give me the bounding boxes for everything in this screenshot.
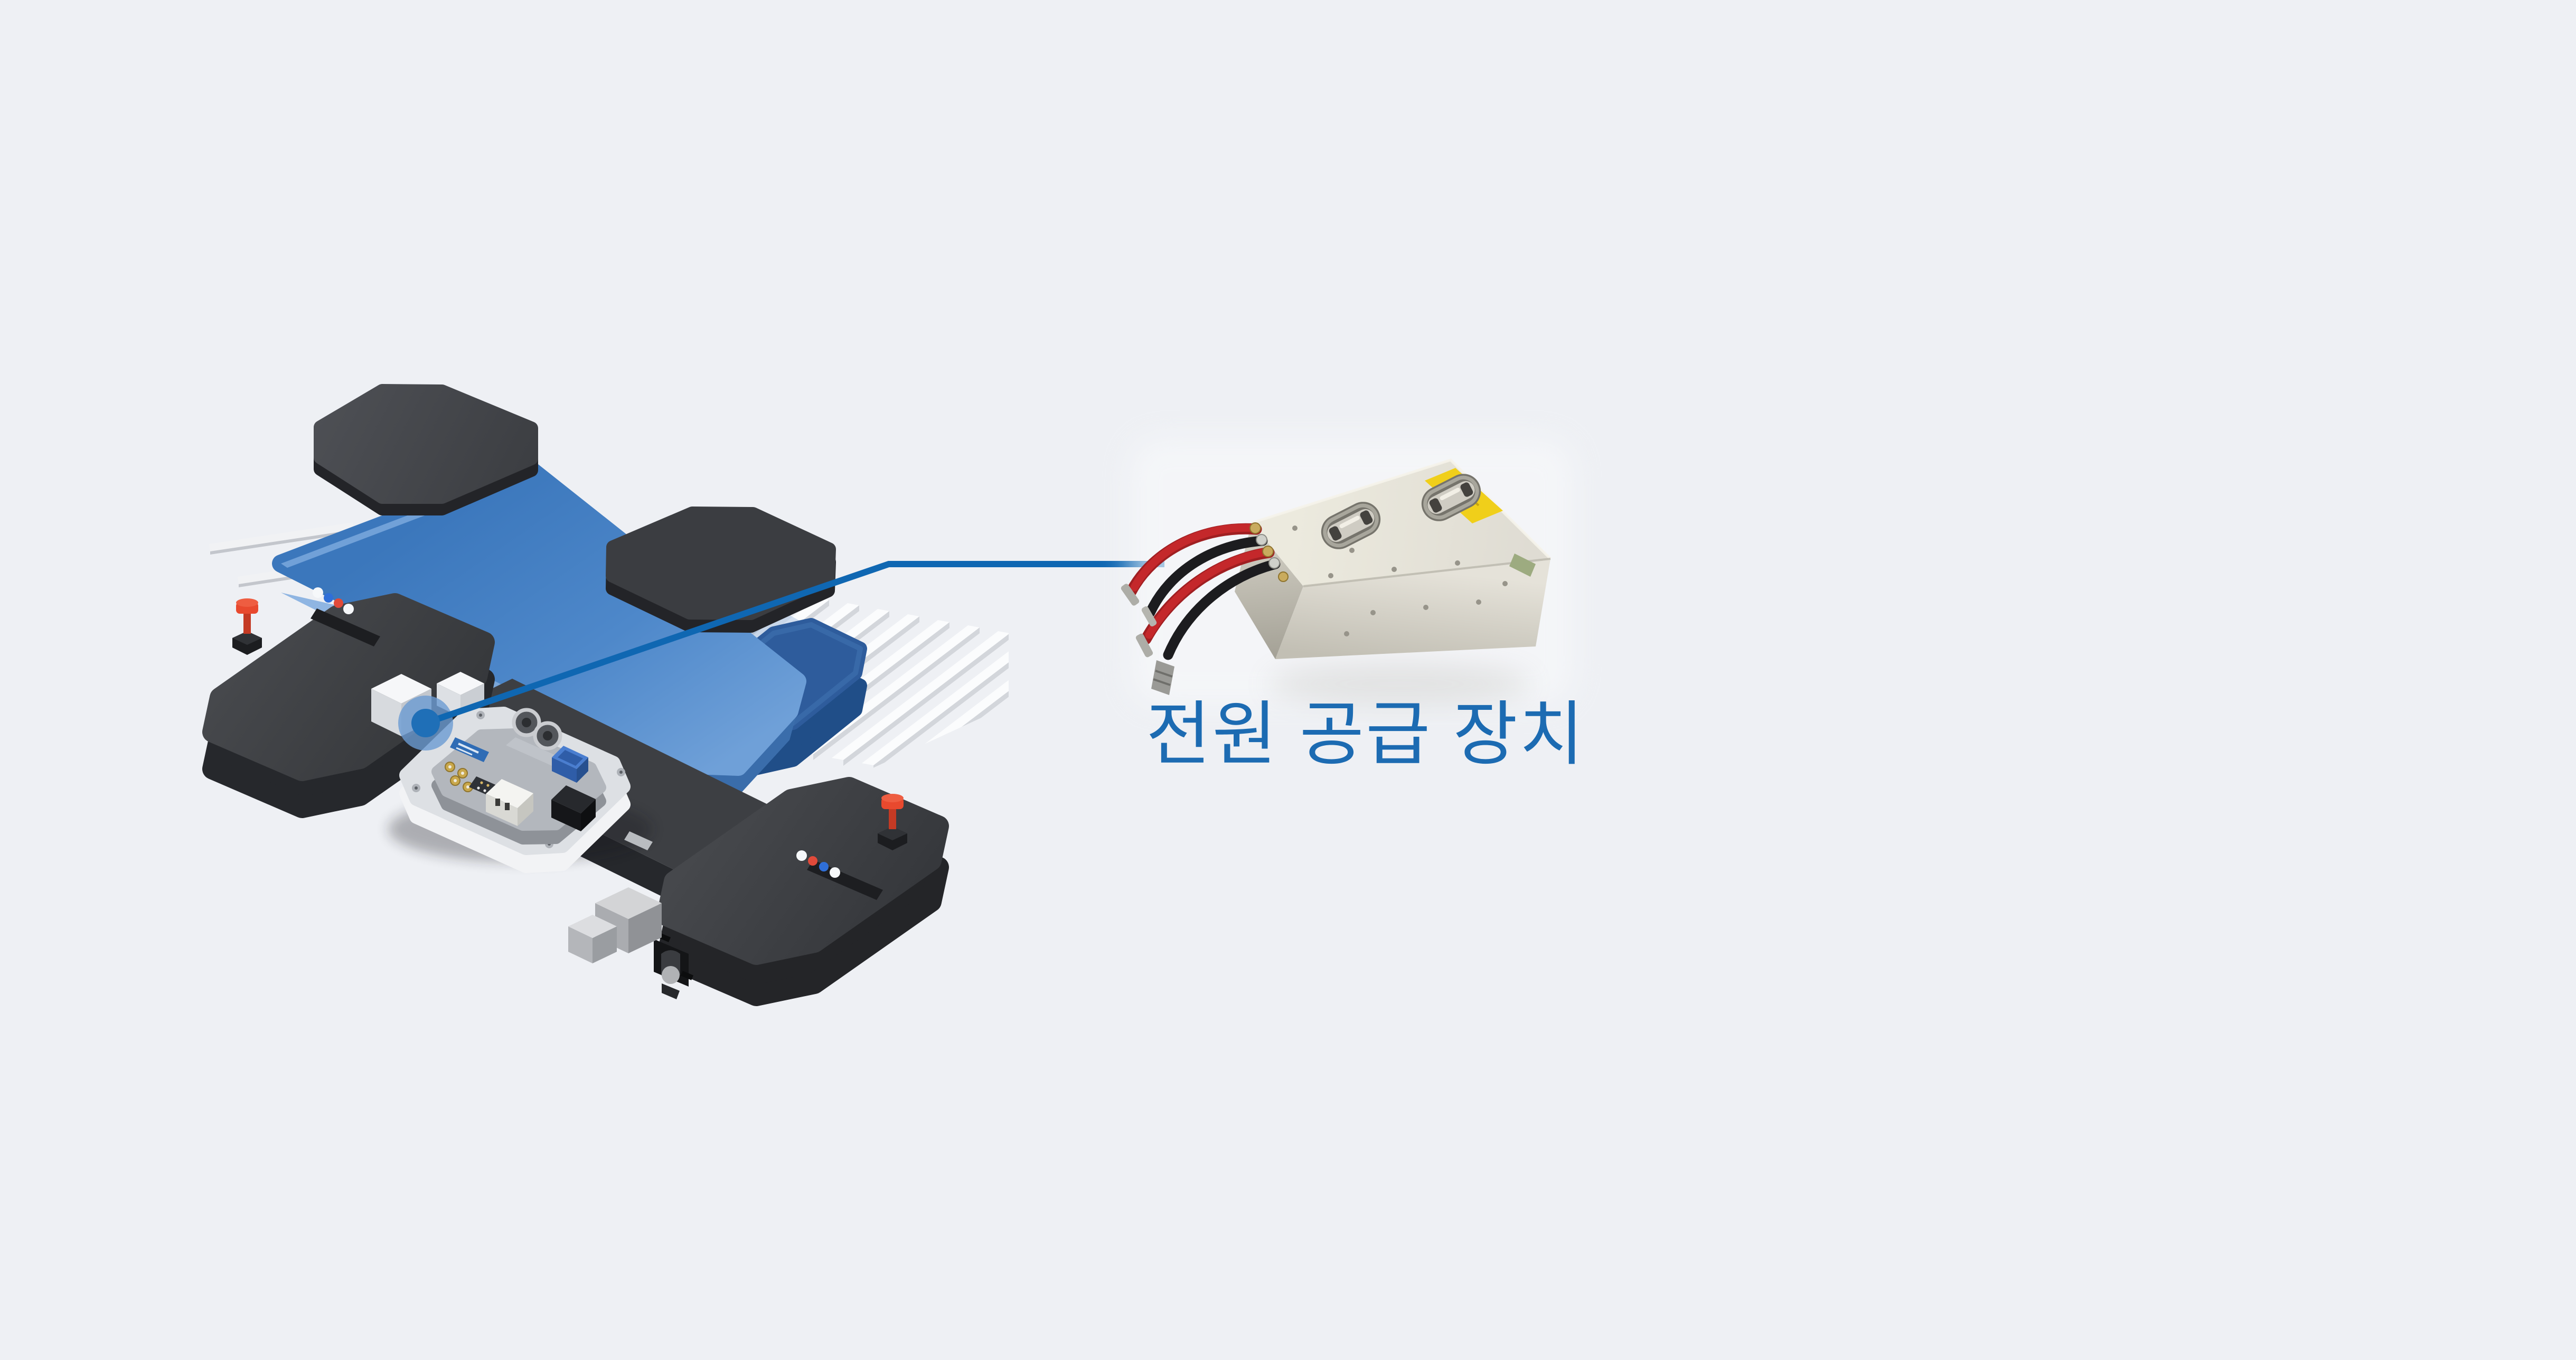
motor-controller [388, 707, 653, 873]
agv-exploded-illustration [202, 384, 1009, 1006]
wheel-module-rear-right [654, 777, 949, 1006]
power-cables [1125, 523, 1281, 660]
caster-wheel [654, 933, 694, 999]
led-panel [311, 608, 380, 646]
sma-connectors [445, 762, 473, 792]
controller-id-label [450, 737, 489, 762]
status-led [819, 862, 829, 871]
carry-handle-front [1321, 502, 1381, 549]
cover-pad-left [314, 384, 538, 515]
status-leds [313, 587, 354, 614]
estop-button-front [232, 598, 262, 655]
terminal-stud [1262, 546, 1274, 557]
power-cable-black [1163, 559, 1281, 660]
callout-dot [411, 709, 440, 737]
terminal-stud [1268, 557, 1280, 569]
carry-handle-rear [1421, 474, 1481, 521]
component-box-gray-small [568, 915, 617, 963]
cable-flag [624, 831, 653, 850]
psu-screws [1292, 526, 1508, 636]
power-cable-black [1145, 536, 1268, 618]
green-label [1509, 554, 1536, 577]
power-supply-unit [1121, 438, 1574, 705]
antenna-rod-shade [210, 530, 354, 555]
status-led [796, 850, 807, 861]
cable-terminals [1121, 584, 1174, 695]
status-led [808, 856, 817, 866]
terminal-studs [1249, 522, 1289, 582]
status-led [343, 604, 354, 614]
callout-line [425, 561, 1164, 726]
cable-terminal [1141, 606, 1157, 626]
m12-connectors [512, 708, 562, 751]
cable-terminal [1121, 584, 1140, 606]
antenna-rod [209, 522, 354, 551]
black-connector [551, 785, 596, 831]
terminal-stud [1278, 571, 1289, 582]
status-led [324, 593, 333, 603]
status-led [830, 867, 840, 878]
cable-connector-block [1151, 660, 1174, 695]
white-connector [486, 779, 533, 826]
cable-terminal [1135, 633, 1153, 658]
status-leds [796, 850, 840, 878]
cover-pad-right [606, 507, 836, 633]
status-led [313, 587, 323, 598]
callout-label: 전원 공급 장치 [1146, 696, 1586, 774]
terminal-stud [1256, 534, 1267, 546]
status-led [334, 598, 343, 608]
psu-shadow [1267, 663, 1531, 705]
estop-button-rear [878, 794, 907, 850]
terminal-stud [1249, 522, 1261, 534]
blue-connector [552, 746, 588, 783]
